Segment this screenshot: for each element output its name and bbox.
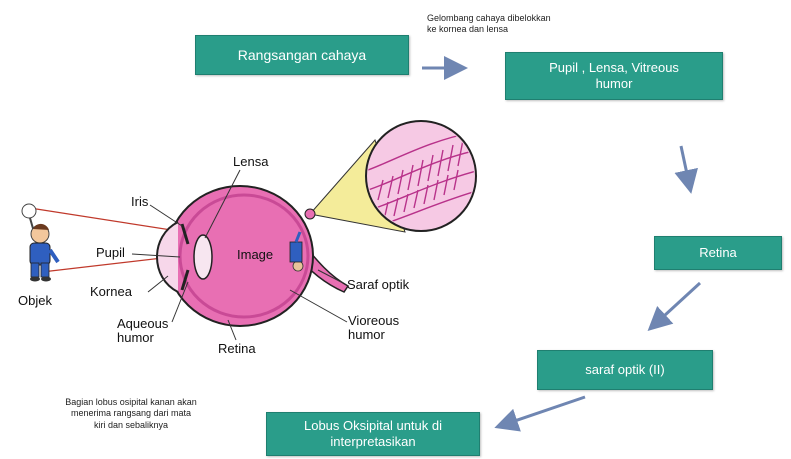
label-aqueous-humor: Aqueous humor — [117, 317, 168, 346]
lobe-note-line3: kiri dan sebaliknya — [16, 420, 246, 431]
refraction-note: Gelombang cahaya dibelokkan ke kornea da… — [427, 13, 551, 36]
zoom-origin-dot — [305, 209, 315, 219]
person-pointing-icon — [22, 204, 58, 282]
refraction-note-line2: ke kornea dan lensa — [427, 24, 551, 35]
label-aqueous-line1: Aqueous — [117, 317, 168, 331]
label-vitreous-line1: Vioreous — [348, 314, 399, 328]
occipital-lobe-box: Lobus Oksipital untuk di interpretasikan — [266, 412, 480, 456]
label-iris: Iris — [131, 195, 148, 209]
lobe-note-line1: Bagian lobus osipital kanan akan — [16, 397, 246, 408]
label-saraf-optik: Saraf optik — [347, 278, 409, 292]
lobe-note-line2: menerima rangsang dari mata — [16, 408, 246, 419]
label-lensa: Lensa — [233, 155, 268, 169]
stimulus-box: Rangsangan cahaya — [195, 35, 409, 75]
lobe-note: Bagian lobus osipital kanan akan menerim… — [16, 397, 246, 431]
media-box: Pupil , Lensa, Vitreous humor — [505, 52, 723, 100]
label-pupil: Pupil — [96, 246, 125, 260]
label-vitreous-line2: humor — [348, 328, 399, 342]
label-objek: Objek — [18, 294, 52, 308]
arrow-retina-to-nerve — [652, 283, 700, 327]
label-aqueous-line2: humor — [117, 331, 168, 345]
label-retina: Retina — [218, 342, 256, 356]
lens-shape — [194, 235, 212, 279]
retina-zoom — [366, 121, 480, 231]
label-kornea: Kornea — [90, 285, 132, 299]
arrow-media-to-retina — [681, 146, 690, 188]
retina-box: Retina — [654, 236, 782, 270]
arrow-nerve-to-lobe — [500, 397, 585, 426]
optic-nerve-box: saraf optik (II) — [537, 350, 713, 390]
label-image: Image — [237, 248, 273, 262]
refraction-note-line1: Gelombang cahaya dibelokkan — [427, 13, 551, 24]
label-vitreous-humor: Vioreous humor — [348, 314, 399, 343]
